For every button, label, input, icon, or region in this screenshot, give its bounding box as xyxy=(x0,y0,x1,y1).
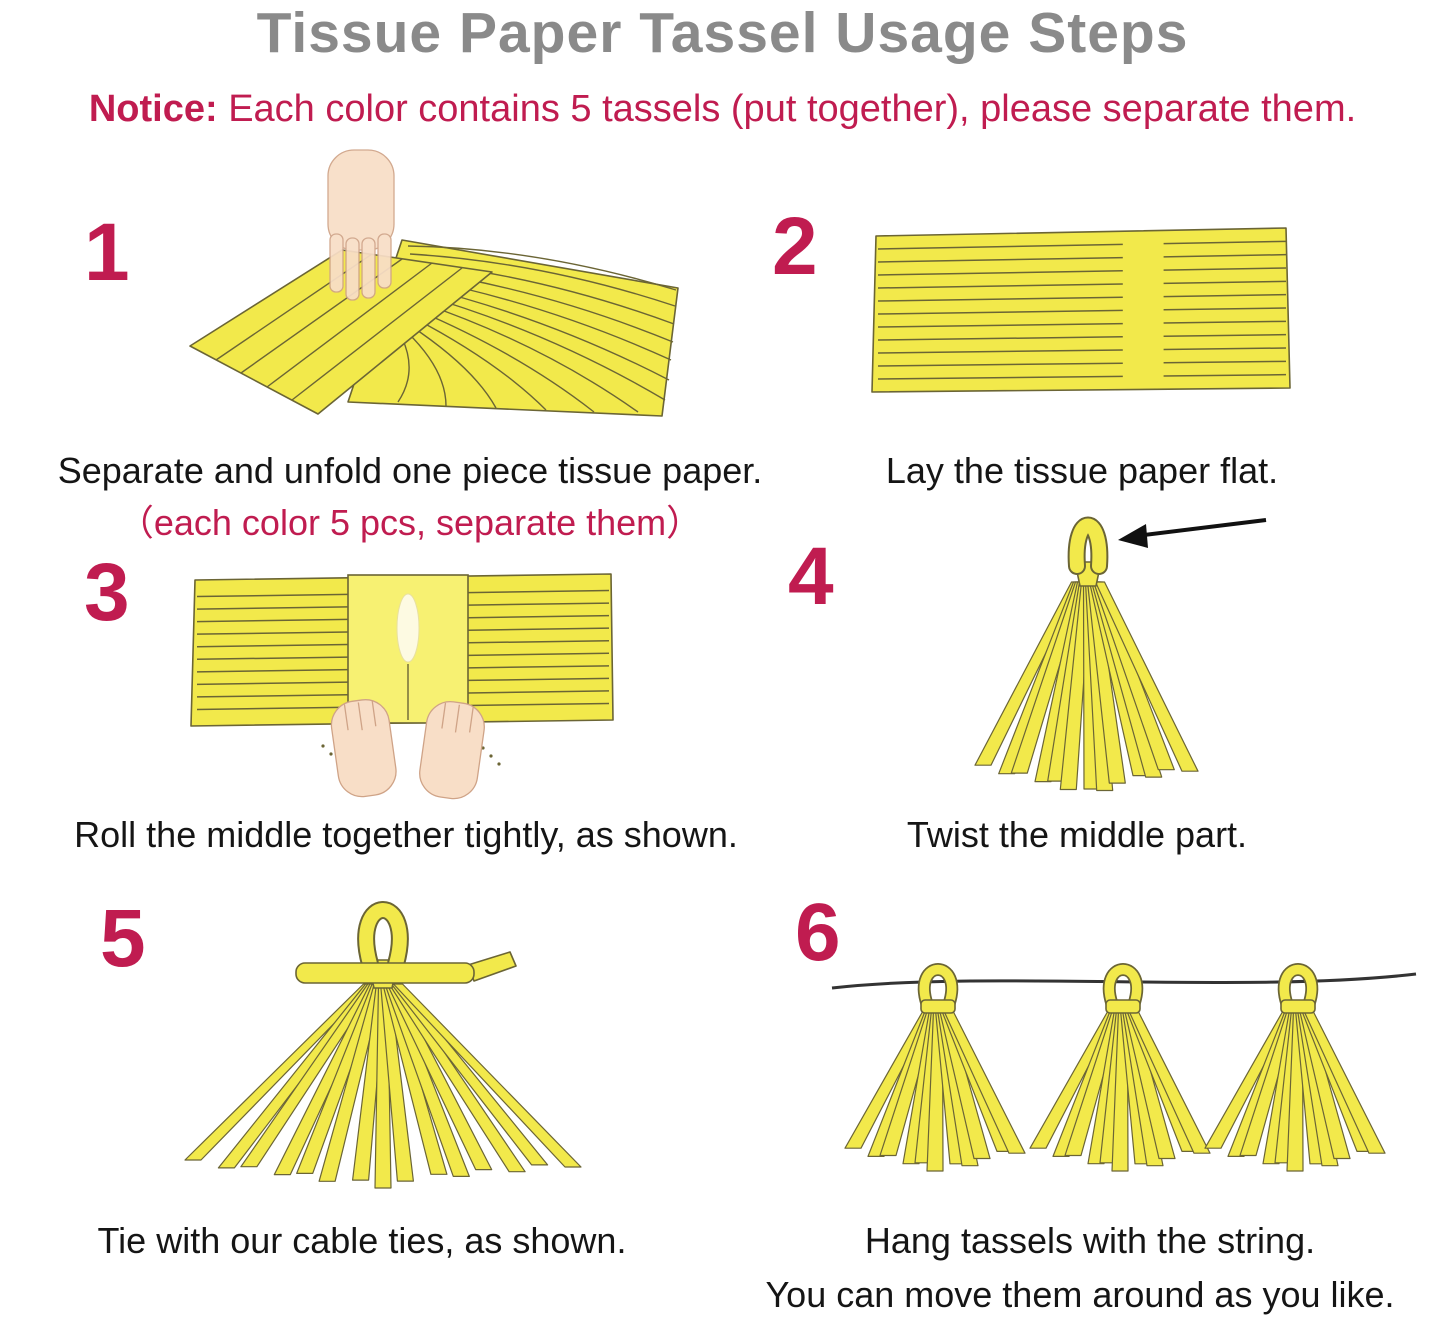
step5-number: 5 xyxy=(100,893,146,984)
step6-caption-line2: You can move them around as you like. xyxy=(765,1274,1395,1315)
step3-caption: Roll the middle together tightly, as sho… xyxy=(74,814,738,855)
step1-illustration xyxy=(189,149,679,417)
step4-caption: Twist the middle part. xyxy=(906,814,1248,855)
left-hand-icon xyxy=(330,699,397,798)
tassel-loops xyxy=(917,963,1319,1014)
tassel-strips xyxy=(974,581,1199,792)
step5-caption: Tie with our cable ties, as shown. xyxy=(97,1220,627,1261)
step1-note: （each color 5 pcs, separate them） xyxy=(117,502,703,543)
step6-number: 6 xyxy=(795,887,841,978)
crease-highlight xyxy=(396,593,420,663)
fringe-cuts xyxy=(196,589,610,711)
step3-illustration xyxy=(190,573,614,800)
step2-illustration xyxy=(871,227,1291,393)
step5-illustration xyxy=(184,901,582,1189)
crease-dots xyxy=(321,744,501,766)
notice-label: Notice: xyxy=(88,88,218,130)
tassel-strips xyxy=(1204,1009,1386,1172)
step6-caption: Hang tassels with the string. xyxy=(864,1220,1316,1261)
notice-text: Notice: Each color contains 5 tassels (p… xyxy=(88,88,1357,130)
step2-number: 2 xyxy=(772,201,818,292)
arrow-icon xyxy=(1118,518,1267,548)
tassel-strips xyxy=(1029,1009,1211,1172)
step1-caption: Separate and unfold one piece tissue pap… xyxy=(57,450,763,491)
step4-number: 4 xyxy=(788,531,834,622)
step4-illustration xyxy=(974,516,1267,792)
fringe-cuts xyxy=(877,240,1287,380)
step3-number: 3 xyxy=(84,547,130,638)
step6-illustration xyxy=(831,963,1417,1172)
tassel-strips xyxy=(844,1009,1026,1172)
string-line xyxy=(831,972,1417,990)
hand-icon xyxy=(327,149,395,301)
step2-caption: Lay the tissue paper flat. xyxy=(885,450,1279,491)
tassel-strips xyxy=(184,983,582,1189)
cable-tie-icon xyxy=(295,951,517,984)
page-title: Tissue Paper Tassel Usage Steps xyxy=(256,1,1189,65)
right-hand-icon xyxy=(419,701,485,800)
step1-number: 1 xyxy=(84,207,130,298)
